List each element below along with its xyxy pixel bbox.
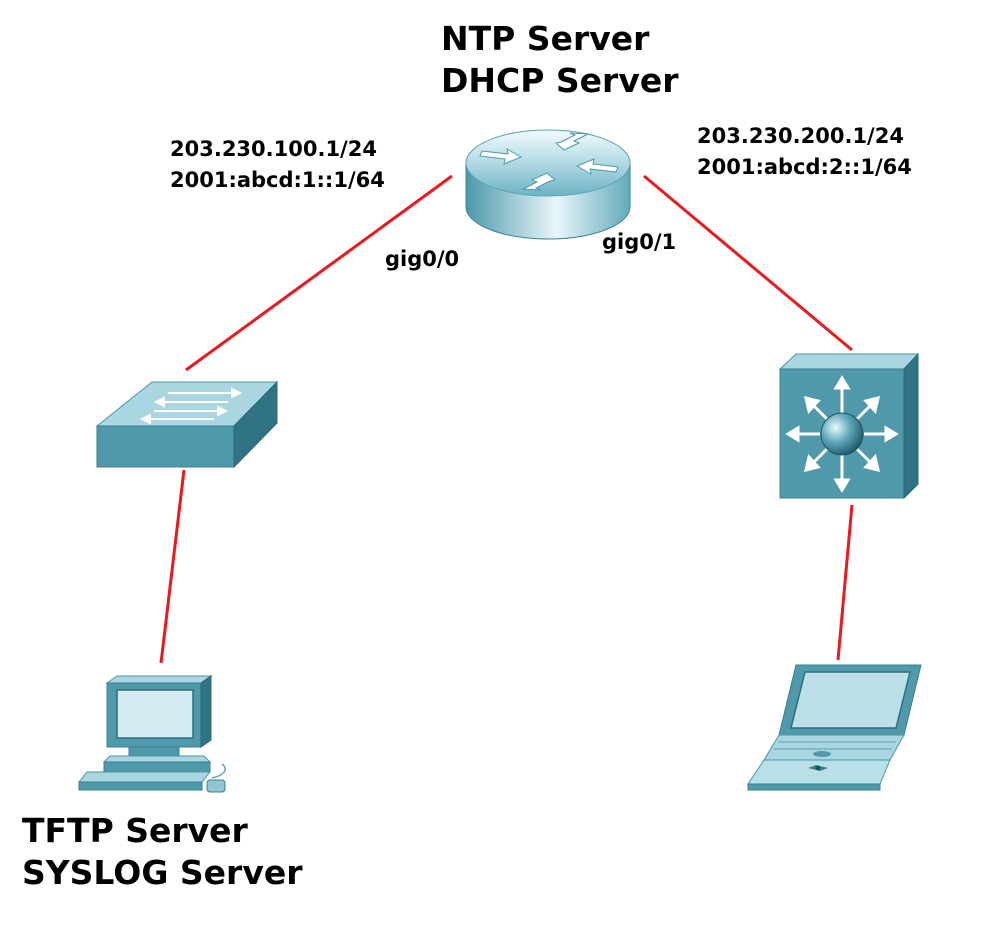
router-role-dhcp: DHCP Server	[441, 61, 679, 100]
link-multilayer-switch-laptop	[836, 504, 854, 661]
laptop-icon[interactable]	[747, 664, 922, 791]
pc-role-tftp: TFTP Server	[22, 811, 248, 850]
router-icon[interactable]	[465, 129, 631, 240]
link-router-switch	[185, 174, 453, 372]
left-ipv6-address: 2001:abcd:1::1/64	[170, 168, 385, 192]
pc-role-labels: TFTP Server SYSLOG Server	[22, 810, 303, 894]
port-label-gig0-1: gig0/1	[602, 230, 677, 254]
switch-icon[interactable]	[95, 380, 279, 469]
left-interface-addresses: 203.230.100.1/24 2001:abcd:1::1/64	[170, 134, 385, 196]
port-label-gig0-0: gig0/0	[385, 247, 460, 271]
left-ipv4-address: 203.230.100.1/24	[170, 137, 377, 161]
link-router-multilayer-switch	[643, 174, 853, 352]
multilayer-switch-icon[interactable]	[778, 352, 920, 500]
right-ipv6-address: 2001:abcd:2::1/64	[697, 155, 912, 179]
right-ipv4-address: 203.230.200.1/24	[697, 124, 904, 148]
router-role-labels: NTP Server DHCP Server	[441, 18, 679, 102]
link-switch-pc	[159, 469, 186, 664]
right-interface-addresses: 203.230.200.1/24 2001:abcd:2::1/64	[697, 121, 912, 183]
pc-role-syslog: SYSLOG Server	[22, 853, 303, 892]
desktop-pc-icon[interactable]	[77, 675, 226, 793]
router-role-ntp: NTP Server	[441, 19, 650, 58]
